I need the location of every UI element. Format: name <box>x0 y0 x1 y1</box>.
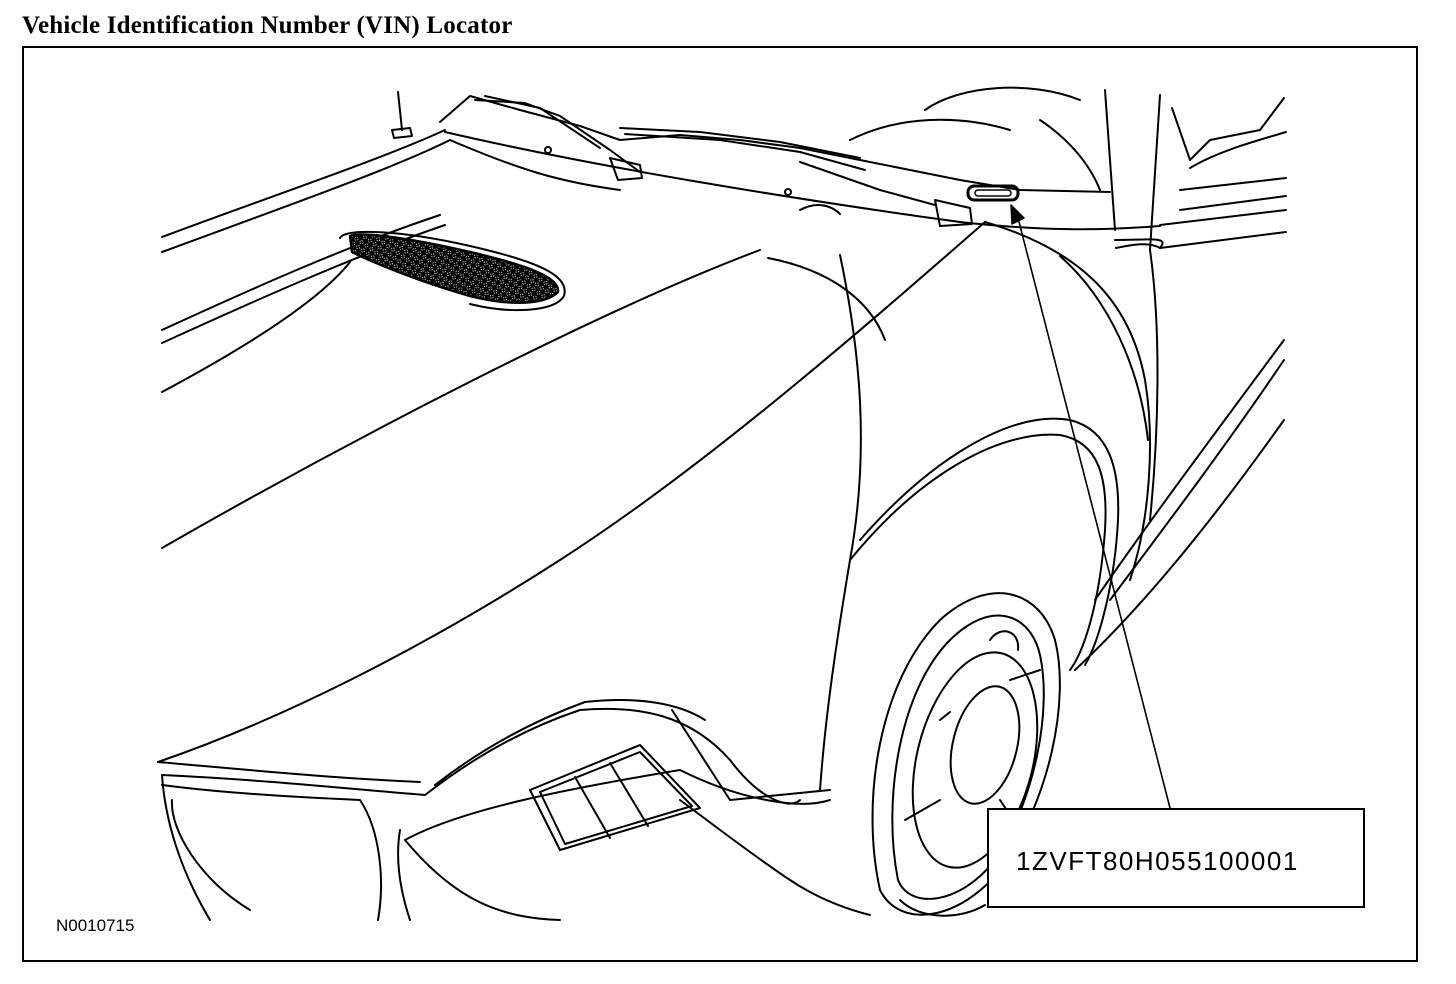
illustration-frame <box>22 46 1418 962</box>
vin-plate <box>966 184 1020 202</box>
hood-outline <box>157 129 986 796</box>
fender-and-body-side <box>767 221 1285 791</box>
vin-callout-box: 1ZVFT80H055100001 <box>987 808 1365 908</box>
front-wheel <box>871 592 1061 917</box>
vin-number: 1ZVFT80H055100001 <box>1016 846 1299 876</box>
antenna <box>391 91 413 139</box>
page-title: Vehicle Identification Number (VIN) Loca… <box>22 12 513 39</box>
headlamp-and-bumper <box>161 699 871 921</box>
figure-id: N0010715 <box>56 916 135 935</box>
windshield-wipers <box>439 95 1161 231</box>
hood-scoop <box>161 230 566 393</box>
a-pillar-and-mirror <box>849 86 1287 251</box>
leader-arrow <box>1010 204 1171 809</box>
